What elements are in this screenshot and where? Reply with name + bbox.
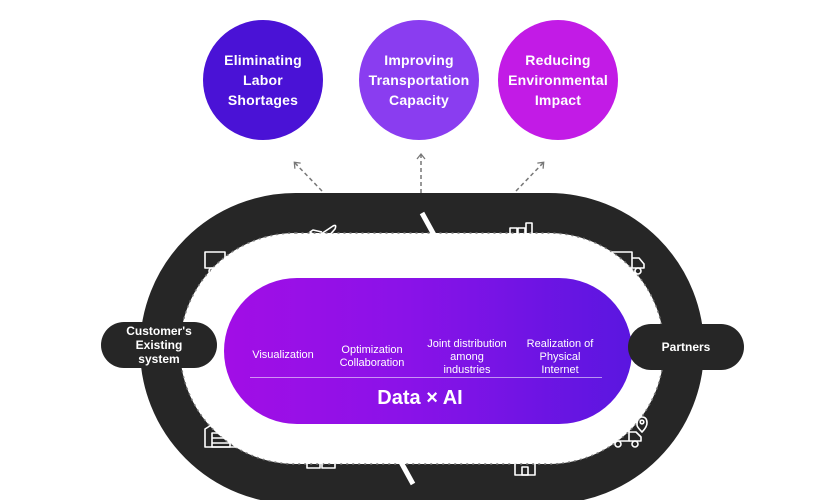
partners-node: Partners [628,324,744,370]
ship-icon [505,222,539,250]
arrow-to-goal-1 [293,161,323,192]
core-divider [250,377,602,378]
goal-eliminating-labor-shortages: Eliminating Labor Shortages [203,20,323,140]
goal-improving-transportation-capacity: Improving Transportation Capacity [359,20,479,140]
delivery-truck-pin-icon [610,416,648,448]
truck-icon [204,251,238,275]
warehouse-icon [204,418,238,448]
track-chevron-bottom [399,442,416,486]
core-label-physical-internet: Realization of Physical Internet [526,338,594,376]
track-chevron-top [419,211,436,255]
data-ai-core [224,278,632,424]
airplane-icon [308,224,337,249]
core-label-optimization-collaboration: Optimization Collaboration [339,344,405,369]
building-icon [514,442,536,476]
goal-reducing-environmental-impact: Reducing Environmental Impact [498,20,618,140]
customer-existing-system-node: Customer's Existing system [101,322,217,368]
arrow-to-goal-3 [515,161,545,192]
core-label-visualization: Visualization [252,349,314,361]
truck-icon [611,251,645,275]
core-title: Data × AI [377,387,463,409]
boxes-icon [306,442,336,469]
core-label-joint-distribution: Joint distribution among industries [427,338,507,376]
